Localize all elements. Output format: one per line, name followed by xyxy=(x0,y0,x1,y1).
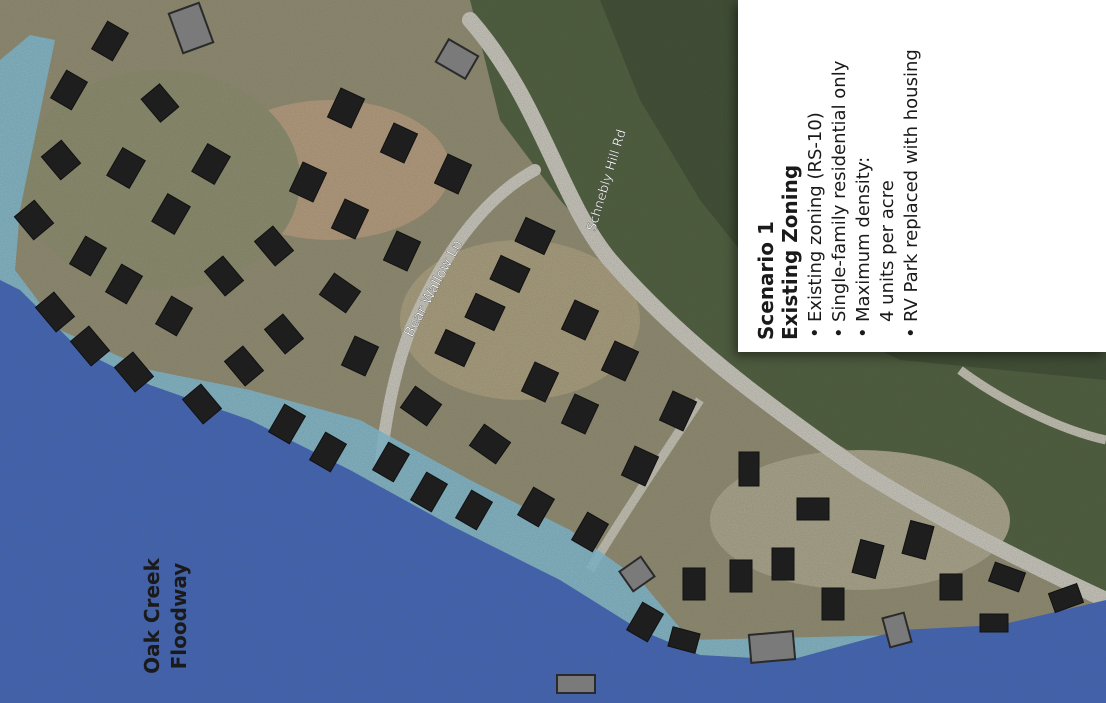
house xyxy=(154,295,194,337)
house xyxy=(140,83,180,123)
house xyxy=(682,567,706,601)
house xyxy=(318,272,362,314)
house xyxy=(253,225,295,267)
house xyxy=(979,613,1009,633)
legend-item-continuation: 4 units per acre xyxy=(877,180,898,322)
house xyxy=(106,146,146,190)
house xyxy=(181,383,223,425)
house xyxy=(433,153,473,195)
existing-building xyxy=(556,674,596,694)
house xyxy=(223,345,265,387)
house xyxy=(113,351,155,393)
house xyxy=(90,20,130,62)
legend-list: •Existing zoning (RS-10) •Single-family … xyxy=(804,0,924,340)
house xyxy=(939,573,963,601)
house xyxy=(340,335,380,377)
house xyxy=(34,291,76,333)
floodway-label-line2: Floodway xyxy=(167,563,191,670)
house xyxy=(151,192,191,236)
existing-building xyxy=(747,630,797,664)
legend-item: •Single-family residential only xyxy=(829,60,850,338)
existing-building xyxy=(881,611,913,649)
floodway-label-line1: Oak Creek xyxy=(140,557,164,673)
house xyxy=(69,325,111,367)
house xyxy=(520,361,560,403)
house xyxy=(796,497,830,521)
house xyxy=(308,431,348,473)
legend-title: Existing Zoning xyxy=(778,164,802,340)
house xyxy=(409,471,449,513)
house xyxy=(371,441,411,483)
house xyxy=(738,451,760,487)
house xyxy=(382,230,422,272)
house xyxy=(987,561,1027,593)
house xyxy=(49,69,89,111)
house xyxy=(191,142,231,186)
house xyxy=(1047,582,1085,614)
house xyxy=(489,254,531,294)
house xyxy=(13,199,55,241)
existing-building xyxy=(618,555,656,593)
legend-content: Scenario 1 Existing Zoning •Existing zon… xyxy=(754,0,924,340)
proposed-houses xyxy=(13,20,1085,654)
house xyxy=(68,235,108,277)
house xyxy=(267,403,307,445)
legend-panel: Scenario 1 Existing Zoning •Existing zon… xyxy=(738,0,1106,352)
house xyxy=(560,393,600,435)
existing-building xyxy=(434,37,480,81)
house xyxy=(399,385,443,427)
house xyxy=(40,139,82,181)
house xyxy=(288,161,328,203)
house xyxy=(379,122,419,164)
house xyxy=(514,216,556,256)
house xyxy=(464,292,506,332)
existing-buildings xyxy=(167,1,913,694)
house xyxy=(620,445,660,487)
house xyxy=(263,313,305,355)
house xyxy=(771,547,795,581)
house xyxy=(851,538,885,580)
house xyxy=(625,601,665,643)
house xyxy=(326,87,366,129)
house xyxy=(330,198,370,240)
house xyxy=(104,263,144,305)
legend-item: •Existing zoning (RS-10) xyxy=(805,112,826,338)
house xyxy=(658,390,698,432)
house xyxy=(729,559,753,593)
legend-item: •RV Park replaced with housing xyxy=(901,49,922,338)
house xyxy=(468,423,512,465)
house xyxy=(570,511,610,553)
legend-item: •Maximum density:4 units per acre xyxy=(852,0,900,340)
house xyxy=(600,340,640,382)
existing-building xyxy=(167,1,215,55)
house xyxy=(667,626,701,654)
house xyxy=(560,299,600,341)
house xyxy=(203,255,245,297)
house xyxy=(901,519,935,561)
house xyxy=(516,486,556,528)
house xyxy=(821,587,845,621)
legend-scenario: Scenario 1 xyxy=(754,221,778,340)
house xyxy=(454,489,494,531)
house xyxy=(434,328,476,368)
